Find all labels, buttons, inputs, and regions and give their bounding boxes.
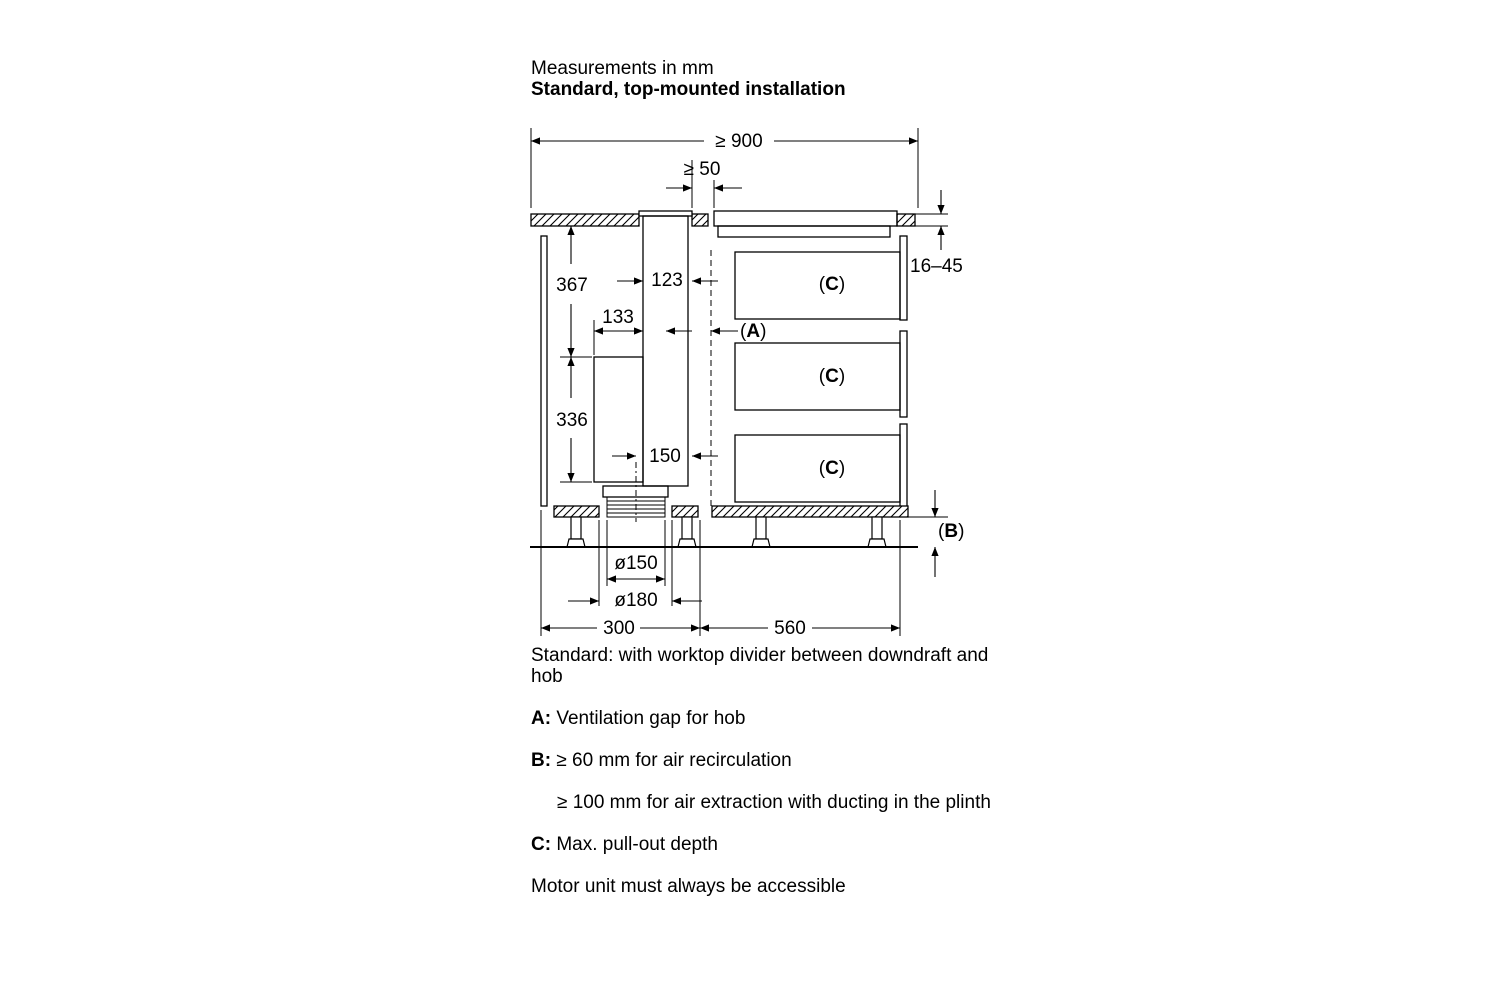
note-b-text: ≥ 60 mm for air recirculation	[556, 750, 792, 771]
note-a-label: A:	[531, 708, 552, 729]
note-a-text: Ventilation gap for hob	[556, 708, 746, 729]
motor-unit	[593, 356, 644, 483]
callout-a: (A)	[740, 321, 766, 342]
note-footer: Motor unit must always be accessible	[531, 876, 846, 897]
note-b: B: ≥ 60 mm for air recirculation	[531, 750, 1001, 771]
note-a: A: Ventilation gap for hob	[531, 708, 1001, 729]
note-intro: Standard: with worktop divider between d…	[531, 645, 989, 687]
note-c: C: Max. pull-out depth	[531, 834, 1001, 855]
cabinet-bases	[553, 505, 909, 518]
label-50: ≥ 50	[684, 159, 721, 180]
label-300: 300	[603, 618, 635, 639]
callout-b: (B)	[938, 521, 964, 542]
label-900: ≥ 900	[715, 131, 762, 152]
units-note: Measurements in mm	[531, 58, 714, 79]
label-133: 133	[602, 307, 634, 328]
drawers	[734, 251, 901, 503]
hob	[713, 210, 898, 238]
label-560: 560	[774, 618, 806, 639]
note-b-extraction: ≥ 100 mm for air extraction with ducting…	[557, 792, 991, 813]
drawer-middle	[734, 342, 901, 411]
label-150: 150	[649, 446, 681, 467]
drawer-top	[734, 251, 901, 320]
cabinet-panels	[540, 235, 908, 509]
cabinet-legs	[566, 516, 887, 548]
dimension-lines	[531, 137, 945, 632]
worktop	[530, 213, 916, 227]
note-c-text: Max. pull-out depth	[556, 834, 718, 855]
label-367: 367	[556, 275, 588, 296]
diagram-title: Standard, top-mounted installation	[531, 79, 846, 100]
label-123: 123	[651, 270, 683, 291]
callout-c-bottom: (C)	[819, 458, 845, 479]
note-c-label: C:	[531, 834, 552, 855]
callout-c-middle: (C)	[819, 366, 845, 387]
label-worktop-thickness: 16–45	[910, 256, 963, 277]
label-d150: ø150	[614, 553, 657, 574]
legend-notes: Standard: with worktop divider between d…	[531, 645, 1001, 897]
label-d180: ø180	[614, 590, 657, 611]
drawer-bottom	[734, 434, 901, 503]
label-336: 336	[556, 410, 588, 431]
callout-c-top: (C)	[819, 274, 845, 295]
note-b-label: B:	[531, 750, 552, 771]
